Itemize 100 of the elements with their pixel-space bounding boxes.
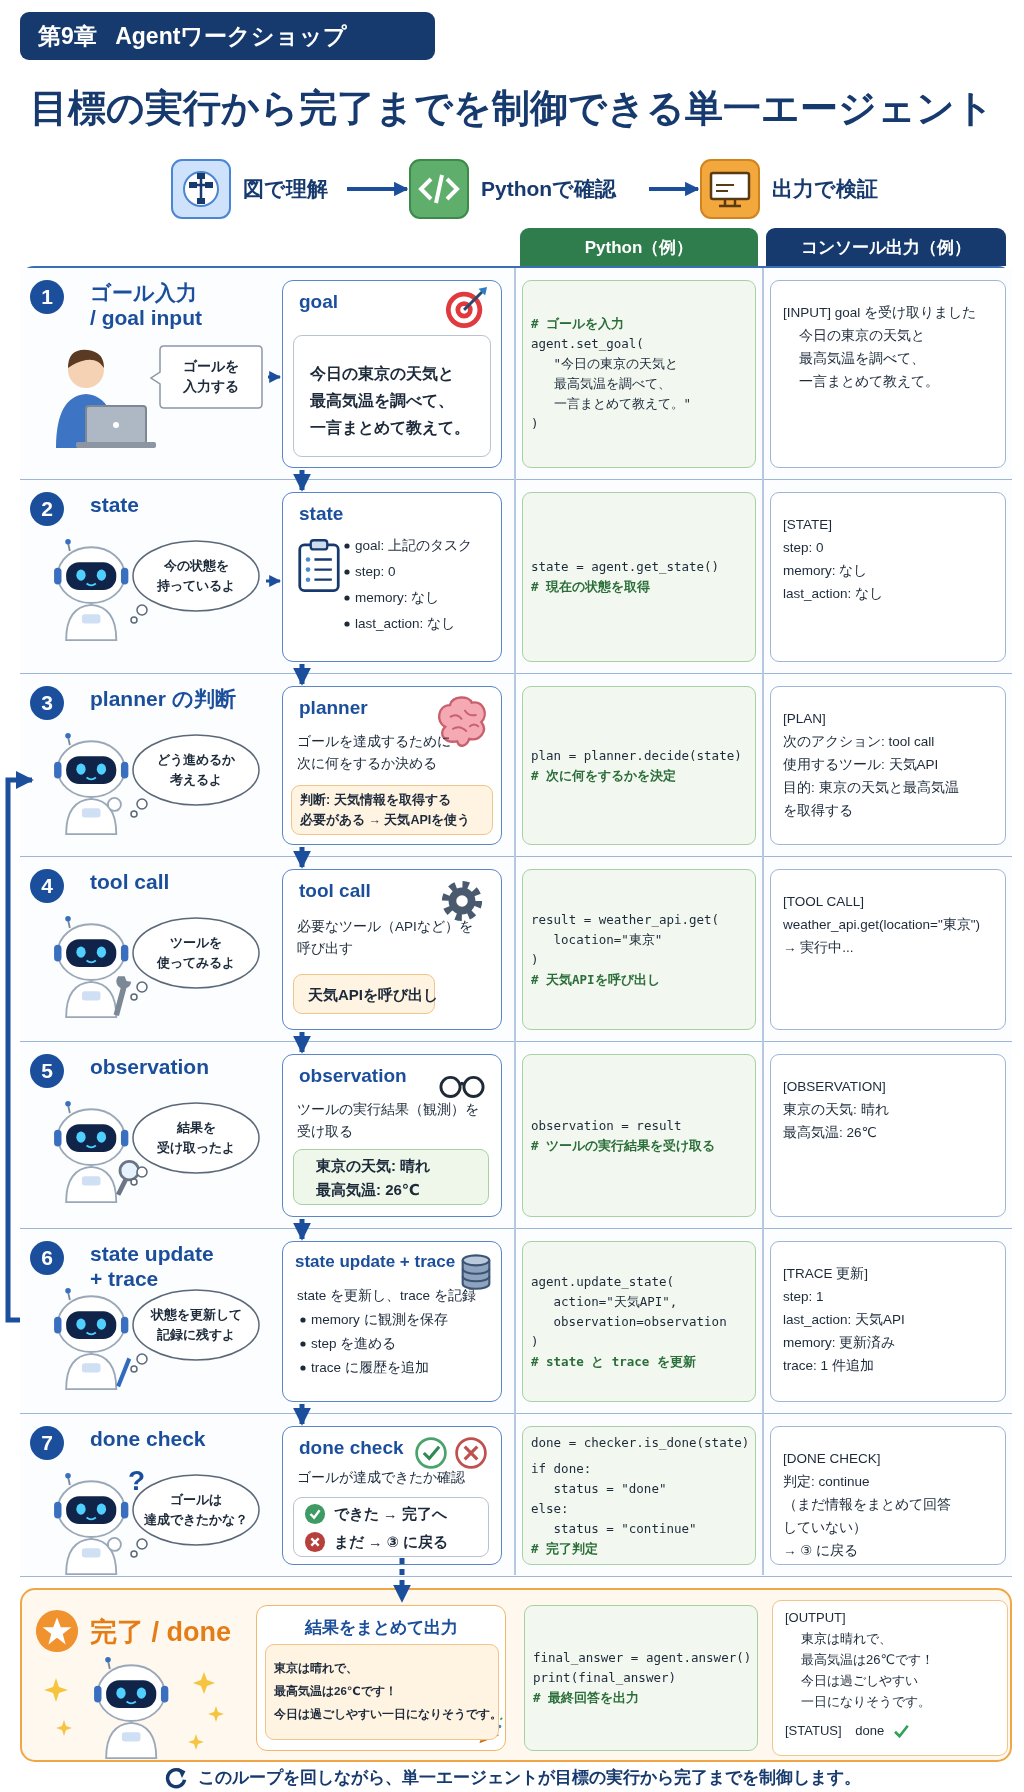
note-box [293, 1497, 489, 1557]
step-number: 2 [41, 497, 53, 521]
chapter-badge [20, 12, 435, 60]
console-line: 判定: continue [783, 1473, 870, 1491]
note-text: 東京の天気: 晴れ [316, 1156, 431, 1176]
console-line: （まだ情報をまとめて回答していない） [783, 1496, 951, 1537]
bubble-text: 結果を受け取ったよ [156, 1119, 236, 1157]
code-line: result = weather_api.get( [531, 910, 720, 929]
console-output [770, 686, 1006, 845]
step-title: ゴール入力 / goal input [90, 280, 202, 330]
console-line: [OBSERVATION] [783, 1078, 886, 1096]
done-title: 完了 / done [90, 1616, 231, 1649]
step-row [20, 1229, 1012, 1414]
console-line: step: 0 [783, 539, 824, 557]
card-text: ゴールが達成できたか確認 [297, 1469, 465, 1487]
step-row [20, 1042, 1012, 1229]
console-output [770, 1426, 1006, 1565]
code-line: if done: [531, 1459, 592, 1478]
console-line: memory: なし [783, 562, 868, 580]
step-row [20, 1414, 1012, 1577]
console-line: → ③ に戻る [783, 1542, 859, 1560]
code-line: observation = result [531, 1116, 682, 1135]
column-heading: コンソール出力（例） [801, 236, 971, 259]
step-number: 5 [41, 1059, 53, 1083]
console-output [770, 1241, 1006, 1402]
step-row [20, 674, 1012, 857]
step-number: 6 [41, 1246, 53, 1270]
console-line: last_action: 天気API [783, 1311, 905, 1329]
arrow [293, 1404, 311, 1426]
note-text: 天気APIを呼び出し [308, 985, 438, 1005]
card-heading: goal [299, 291, 339, 313]
concept-card [282, 869, 502, 1030]
column-heading: Python（例） [584, 236, 694, 259]
code-line: location="東京" [553, 930, 663, 949]
console-line: memory: 更新済み [783, 1334, 896, 1352]
done-panel [20, 1588, 1012, 1762]
console-output [770, 492, 1006, 662]
code-line: ) [531, 1332, 539, 1351]
code-comment: # ツールの実行結果を受け取る [531, 1136, 716, 1155]
console-line: step: 1 [783, 1288, 824, 1306]
note-text: 判断: 天気情報を取得する必要がある → 天気APIを使う [300, 792, 471, 829]
arrow [347, 181, 409, 197]
step-label: 出力で検証 [772, 176, 878, 202]
code-comment: # ゴールを入力 [531, 315, 625, 333]
chapter-title: 第9章 Agentワークショップ [38, 21, 348, 51]
console-output [772, 1600, 1008, 1756]
bubble-text: ゴールは達成できたかな？ [143, 1491, 249, 1529]
bubble-text: 状態を更新して記録に残すよ [149, 1306, 243, 1344]
step-title: done check [90, 1426, 206, 1451]
concept-card [282, 1241, 502, 1402]
console-line: 最高気温: 26℃ [783, 1124, 877, 1142]
list-item: step: 0 [355, 563, 396, 581]
step-title: state update + trace [90, 1241, 214, 1291]
step-number-badge [30, 1241, 64, 1275]
card-heading: observation [299, 1065, 407, 1087]
code-line: else: [531, 1499, 569, 1518]
result-card [256, 1605, 506, 1751]
card-heading: 結果をまとめて出力 [304, 1617, 458, 1639]
code-line: status = "done" [553, 1479, 667, 1498]
code-block [522, 1241, 756, 1402]
arrow [293, 470, 311, 492]
console-line: [DONE CHECK] [783, 1450, 881, 1468]
note-text: 最高気温: 26℃ [316, 1180, 420, 1200]
code-line: "今日の東京の天気と最高気温を調べて、一言まとめて教えて。" [553, 355, 692, 413]
note-box [293, 974, 435, 1014]
code-block [522, 280, 756, 468]
step-number: 7 [41, 1431, 53, 1455]
console-line: 東京は晴れで、最高気温は26℃です！今日は過ごしやすい一日になりそうです。 [801, 1630, 935, 1711]
column-header-tab [766, 228, 1006, 266]
footer-caption: このループを回しながら、単一エージェントが目標の実行から完了までを制御します。 [197, 1767, 861, 1789]
code-line: print(final_answer) [533, 1669, 676, 1687]
arrow [293, 847, 311, 869]
step-label: 図で理解 [243, 176, 328, 202]
list-item: last_action: なし [355, 615, 456, 633]
arrow [293, 1032, 311, 1054]
list-item: memory: なし [355, 589, 440, 607]
step-number: 3 [41, 691, 53, 715]
concept-card [282, 1426, 502, 1565]
console-line: last_action: なし [783, 585, 884, 603]
card-text: 必要なツール（APIなど）を呼び出す [297, 918, 473, 958]
question-mark: ? [128, 1466, 146, 1496]
step-number-badge [30, 686, 64, 720]
step-number: 1 [41, 285, 53, 309]
step-row [20, 857, 1012, 1042]
code-comment: # 天気APIを呼び出し [531, 970, 660, 989]
console-line: [TRACE 更新] [783, 1265, 868, 1283]
card-heading: done check [299, 1437, 404, 1459]
console-line: → 実行中... [783, 939, 854, 957]
code-line: final_answer = agent.answer() [533, 1649, 752, 1667]
bubble-text: 今の状態を持っているよ [156, 557, 236, 595]
code-line: ) [531, 415, 539, 433]
card-text: ゴールを達成するために次に何をするか決める [297, 733, 451, 773]
step-title: planner の判断 [90, 686, 236, 711]
concept-card [282, 280, 502, 468]
list-item: memory に観測を保存 [311, 1311, 448, 1329]
option-text: まだ → ③ に戻る [334, 1533, 448, 1552]
code-line: plan = planner.decide(state) [531, 746, 742, 765]
bubble-text: ゴールを入力する [182, 358, 240, 396]
page-title: 目標の実行から完了までを制御できる単一エージェント [29, 86, 995, 131]
code-block [522, 492, 756, 662]
